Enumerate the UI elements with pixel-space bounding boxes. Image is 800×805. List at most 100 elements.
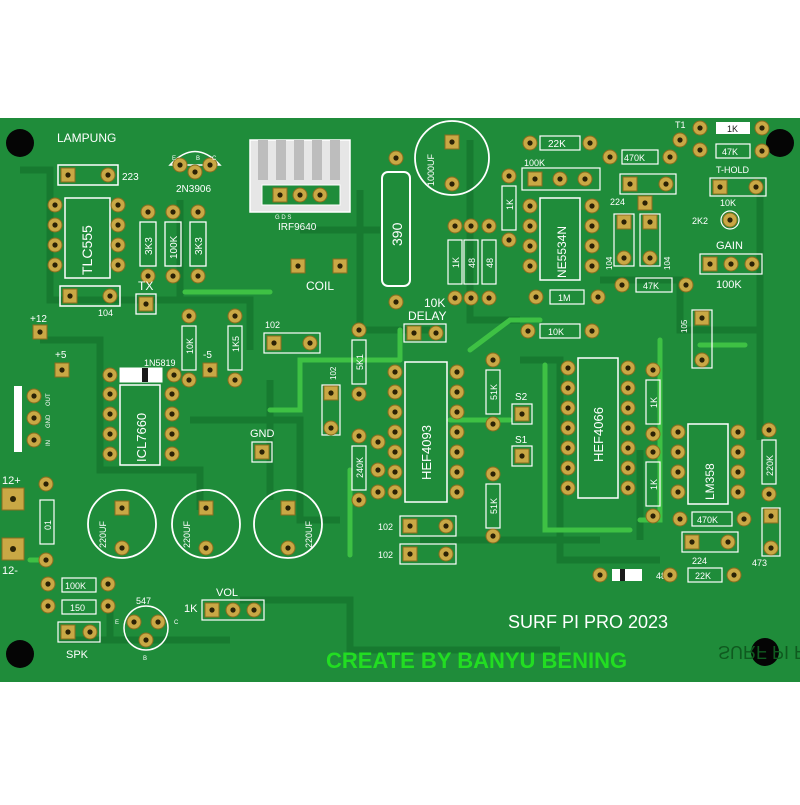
transistor-2n3906-pin-e: E	[172, 156, 176, 162]
volume-label: VOL	[216, 587, 238, 599]
resistor-1k5-label: 1K5	[231, 336, 241, 352]
resistor-1k-d-label: 1K	[649, 479, 659, 490]
capacitor-102-vertical-label: 102	[329, 366, 338, 380]
pot-100k-label: 100K	[524, 158, 545, 168]
delay-label: DELAY	[408, 309, 446, 323]
resistor-1k-t1-label: 1K	[727, 124, 738, 134]
resistor-470k-top-label: 470K	[624, 153, 645, 163]
power-plus-label: 12+	[2, 475, 21, 487]
chip-lm358-label: LM358	[703, 463, 717, 500]
mounting-holes	[6, 129, 794, 668]
chip-lm358: LM358	[670, 423, 746, 505]
resistor-1k-b-label: 1K	[451, 257, 461, 268]
resistor-48-a-label: 48	[467, 258, 477, 268]
capacitor-104-a-label: 104	[605, 256, 614, 270]
resistor-47k-t1-label: 47K	[722, 147, 738, 157]
switch-s1-label: S1	[515, 435, 528, 446]
plus5-label: +5	[55, 350, 67, 361]
board-credit: CREATE BY BANYU BENING	[326, 648, 627, 673]
board-title-mirror: SURF PI PRO 2023	[718, 642, 800, 662]
resistor-220k: 220K	[761, 422, 777, 502]
location-label: LAMPUNG	[57, 131, 116, 145]
transistor-2n3906-pin-c: C	[212, 156, 217, 162]
pot-100k-b-label: 100K	[716, 279, 742, 291]
diode-1n5819: 1N5819	[102, 358, 182, 383]
mosfet-irf9640: G D S IRF9640	[249, 139, 351, 233]
transistor-2n3906: E B C 2N3906	[168, 150, 222, 195]
coil-connector: COIL	[290, 258, 348, 293]
resistor-240k: 240K	[351, 428, 386, 508]
capacitor-220uf-a-label: 220UF	[98, 520, 108, 548]
thold-label: T-HOLD	[716, 165, 750, 175]
capacitor-102-top-label: 102	[265, 320, 280, 330]
resistors-1k-right: 1K 1K	[645, 362, 661, 524]
regulator-connector: IN GND OUT	[14, 386, 52, 452]
capacitor-223-label: 223	[122, 172, 139, 183]
capacitor-223: 223	[57, 164, 139, 186]
delay-pot: 10K DELAY	[403, 296, 447, 343]
capacitor-102-c-label: 102	[378, 550, 393, 560]
chip-icl7660: ICL7660	[102, 384, 180, 466]
capacitor-220uf-c-label: 220UF	[304, 520, 314, 548]
resistor-1k-v-label: 1K	[505, 199, 515, 210]
diode-1n5819-label: 1N5819	[144, 358, 176, 368]
pot-10k-label: 10K	[720, 198, 736, 208]
resistor-10k-a-label: 10K	[185, 338, 195, 354]
regulator-gnd-label: GND	[46, 414, 52, 428]
resistor-3k3-b-label: 3K3	[194, 237, 205, 255]
delay-value-label: 10K	[424, 296, 445, 310]
resistor-10k-1k5: 10K 1K5	[181, 308, 243, 388]
resistor-390-label: 390	[389, 222, 405, 246]
gain-label: GAIN	[716, 240, 743, 252]
power-points: +12 +5 -5	[30, 314, 218, 378]
resistor-10k-mid-label: 10K	[548, 327, 564, 337]
capacitor-104-left-label: 104	[98, 308, 113, 318]
volume-pot: VOL 1K	[184, 587, 265, 621]
gain-section: T-HOLD 10K 2K2 GAIN 100K	[692, 165, 767, 291]
resistor-220k-label: 220K	[765, 455, 775, 476]
resistor-cluster-delay: 1K 1K 48 48	[447, 168, 517, 306]
resistor-5k1: 5K1	[351, 322, 367, 402]
chip-tlc555: TLC555	[47, 197, 126, 279]
capacitor-224-top-label: 224	[610, 197, 625, 207]
chip-ne5534-label: NE5534N	[555, 226, 569, 278]
mount-hole-br	[751, 638, 779, 666]
resistor-470k-bottom: 470K 224	[672, 507, 781, 566]
mosfet-label: IRF9640	[278, 222, 317, 233]
gnd-point: GND	[250, 428, 275, 463]
speaker-label: SPK	[66, 649, 89, 661]
plus12-label: +12	[30, 314, 47, 325]
transistor-547-pin-c: C	[174, 620, 179, 626]
mount-hole-tl	[6, 129, 34, 157]
capacitor-105: 105	[680, 309, 713, 369]
capacitor-104-b-label: 104	[663, 256, 672, 270]
capacitor-102-top: 102	[263, 320, 321, 354]
resistor-51k-switches: 51K S2 S1 51K	[485, 352, 533, 544]
capacitors-104-pair: 104 104	[605, 213, 672, 270]
chip-tlc555-label: TLC555	[79, 225, 95, 275]
mosfet-pins-label: G D S	[275, 215, 291, 221]
transistor-547-pin-e: E	[115, 620, 119, 626]
resistor-47k-mid-label: 47K	[643, 281, 659, 291]
transistor-547-pin-b: B	[143, 656, 147, 662]
volume-value-label: 1K	[184, 603, 198, 615]
capacitor-220uf-b-label: 220UF	[182, 520, 192, 548]
regulator-out-label: OUT	[46, 393, 52, 406]
transistor-2n3906-pin-b: B	[196, 156, 200, 162]
test-point-tx-label: TX	[138, 279, 153, 293]
mount-hole-tr	[766, 129, 794, 157]
chip-hef4066: HEF4066	[560, 357, 636, 499]
capacitor-104-left: 104	[59, 285, 121, 318]
test-point-tx: TX	[135, 279, 157, 315]
resistor-22k-bottom-label: 22K	[695, 571, 711, 581]
coil-label: COIL	[306, 279, 334, 293]
resistor-48-b-label: 48	[485, 258, 495, 268]
power-minus-label: 12-	[2, 565, 18, 577]
capacitor-1000uf: 1000UF	[414, 120, 490, 196]
speaker-section: 100K 150 SPK	[40, 576, 116, 661]
diode-01-label: 01	[43, 520, 53, 530]
resistor-1k-c-label: 1K	[649, 397, 659, 408]
capacitors-220uf: 220UF 220UF 220UF	[87, 489, 323, 559]
mount-hole-bl	[6, 640, 34, 668]
